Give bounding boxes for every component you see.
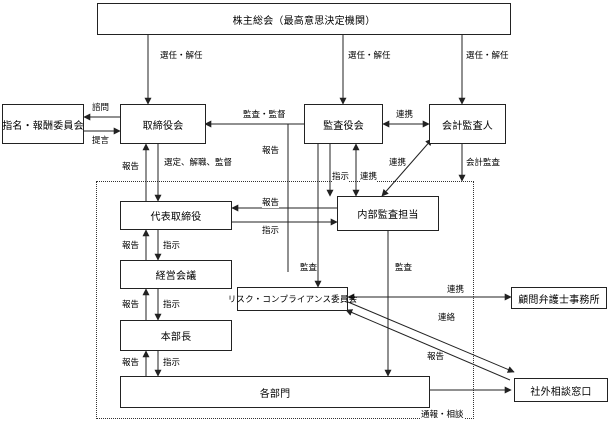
departments-box: 各部門: [120, 376, 430, 408]
accounting-auditor-box: 会計監査人: [429, 104, 506, 144]
arrow-compliance-report-board: [206, 123, 289, 272]
label-instruct-internal: 指示: [332, 172, 350, 182]
label-accounting-audit: 会計監査: [466, 158, 501, 168]
ceo-box: 代表取締役: [120, 201, 232, 230]
legal-advisor-box: 顧問弁護士事務所: [511, 287, 607, 309]
management-council-box: 経営会議: [120, 260, 232, 289]
label-report-internal-ceo: 報告: [262, 198, 280, 208]
label-proposal: 提言: [92, 136, 110, 146]
label-liaison-hotline: 連絡: [438, 313, 456, 323]
label-audit-supervise: 監査・監督: [243, 110, 286, 120]
label-audit-departments: 監査: [395, 263, 413, 273]
arrow-cooperate-accounting-internal: [381, 138, 433, 197]
label-elect-accounting: 選任・解任: [466, 51, 509, 61]
label-whistleblow: 通報・相談: [421, 410, 464, 420]
nomination-committee-box: 指名・報酬委員会: [2, 104, 84, 144]
label-report-dept-heads: 報告: [122, 358, 140, 368]
label-cooperate-legal: 連携: [447, 285, 465, 295]
external-hotline-box: 社外相談窓口: [514, 378, 608, 402]
arrow-hotline-report: [345, 309, 511, 381]
label-report-heads-council: 報告: [122, 300, 140, 310]
compliance-committee-box: リスク・コンプライアンス委員会: [228, 287, 357, 311]
label-appoint-dismiss-supervise: 選定、解職、監督: [164, 158, 233, 168]
label-elect-auditors: 選任・解任: [348, 51, 391, 61]
label-instruct-council-heads: 指示: [163, 300, 181, 310]
division-heads-box: 本部長: [120, 320, 232, 351]
label-inquiry: 諮問: [92, 103, 110, 113]
label-report-compliance-board: 報告: [262, 146, 280, 156]
label-instruct-heads-dept: 指示: [163, 358, 181, 368]
label-report-council-ceo: 報告: [122, 241, 140, 251]
arrow-liaison-hotline: [347, 301, 515, 373]
label-instruct-ceo-internal: 指示: [262, 226, 280, 236]
label-report-ceo-board: 報告: [122, 162, 140, 172]
board-box: 取締役会: [120, 104, 206, 144]
internal-audit-box: 内部監査担当: [337, 196, 439, 231]
label-elect-board: 選任・解任: [160, 51, 203, 61]
label-cooperate-internal: 連携: [360, 172, 378, 182]
label-audit-compliance: 監査: [300, 263, 318, 273]
label-cooperate-accounting-internal: 連携: [389, 158, 407, 168]
shareholders-meeting-box: 株主総会（最高意思決定機関）: [97, 3, 511, 35]
label-instruct-ceo-council: 指示: [163, 241, 181, 251]
label-report-hotline: 報告: [427, 352, 445, 362]
label-cooperate-auditors: 連携: [396, 110, 414, 120]
auditors-box: 監査役会: [304, 104, 383, 144]
